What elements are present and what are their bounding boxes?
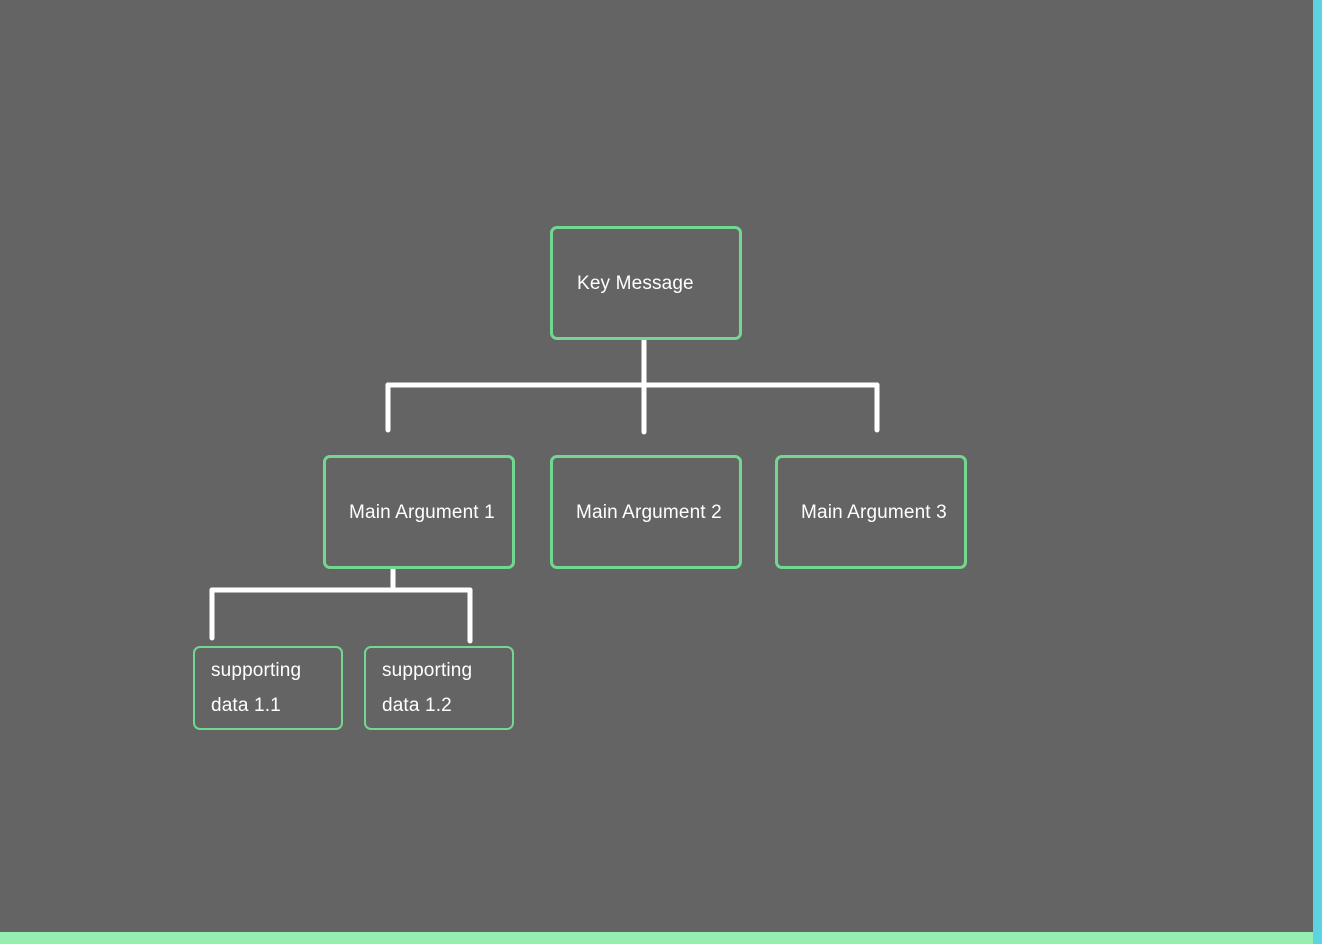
node-main-argument-2[interactable]: Main Argument 2 xyxy=(550,455,742,569)
node-supporting-data-1-2[interactable]: supporting data 1.2 xyxy=(364,646,514,730)
node-label-main-argument-2: Main Argument 2 xyxy=(576,501,722,523)
right-edge-strip xyxy=(1313,0,1322,944)
node-label-key-message: Key Message xyxy=(577,272,694,294)
node-label-supporting-data-1-1: supporting data 1.1 xyxy=(211,660,307,716)
bottom-edge-strip xyxy=(0,932,1313,944)
node-supporting-data-1-1[interactable]: supporting data 1.1 xyxy=(193,646,343,730)
node-label-main-argument-3: Main Argument 3 xyxy=(801,501,947,523)
node-main-argument-3[interactable]: Main Argument 3 xyxy=(775,455,967,569)
node-key-message[interactable]: Key Message xyxy=(550,226,742,340)
node-main-argument-1[interactable]: Main Argument 1 xyxy=(323,455,515,569)
node-label-supporting-data-1-2: supporting data 1.2 xyxy=(382,660,478,716)
node-label-main-argument-1: Main Argument 1 xyxy=(349,501,495,523)
